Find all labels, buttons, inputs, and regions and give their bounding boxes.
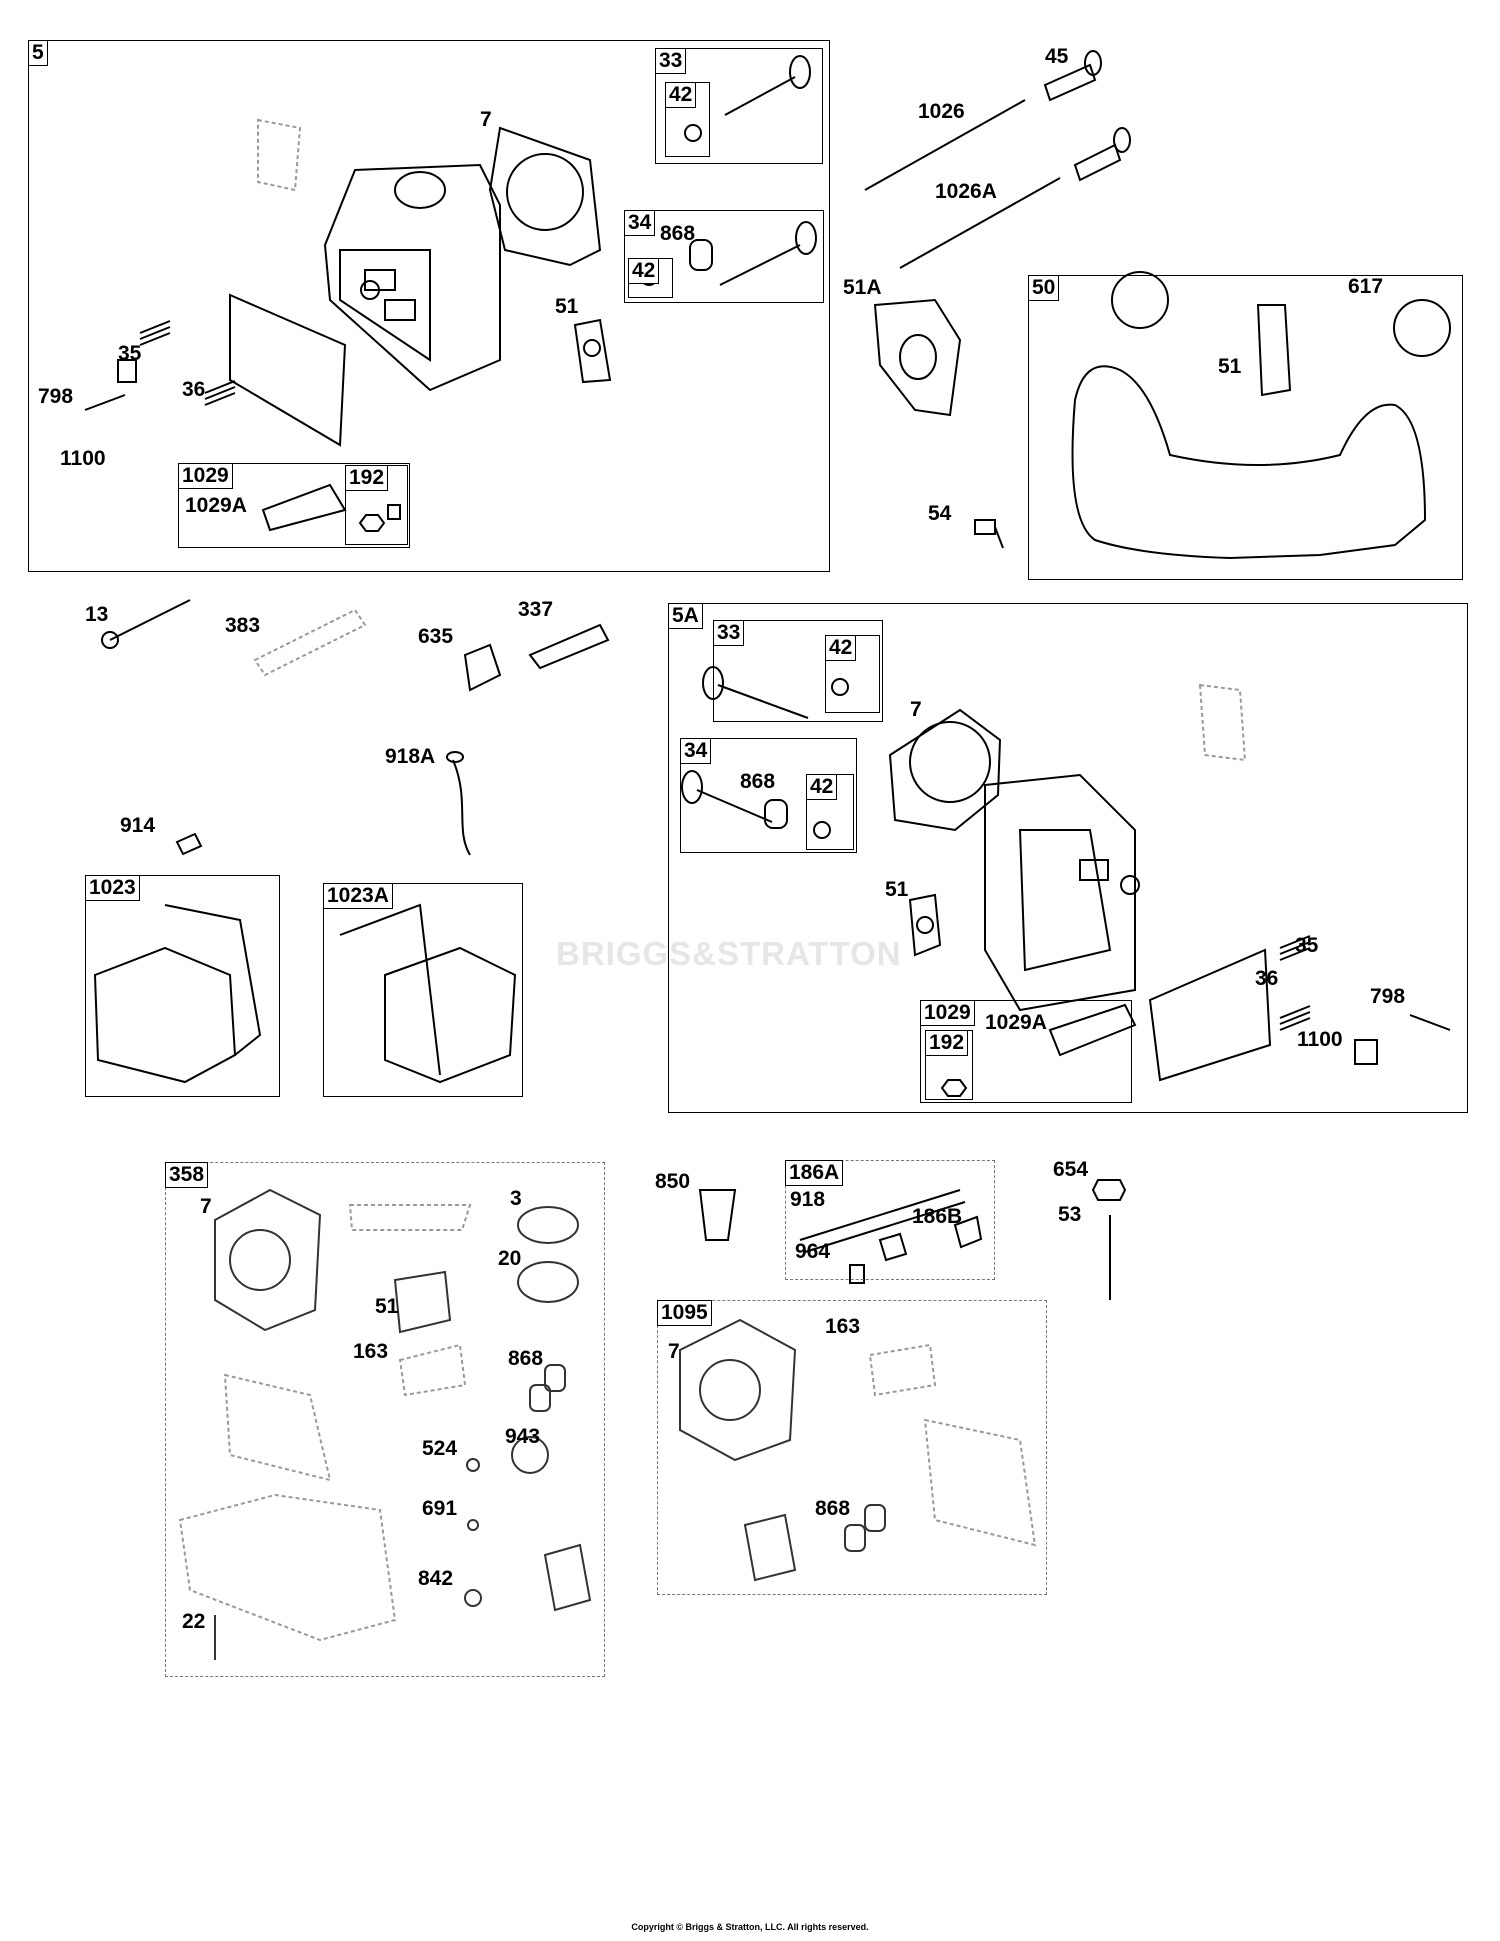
part-label: 1100 bbox=[60, 447, 106, 470]
part-label: 635 bbox=[418, 625, 454, 648]
part-label: 51 bbox=[375, 1295, 399, 1318]
part-label: 3 bbox=[510, 1187, 522, 1210]
part-label: 36 bbox=[1255, 967, 1279, 990]
group-5A-box bbox=[668, 603, 1468, 1113]
part-label: 51A bbox=[843, 276, 882, 299]
kit-1095-box bbox=[657, 1300, 1047, 1595]
kit-186A-tag: 186A bbox=[785, 1160, 844, 1186]
part-label: 868 bbox=[815, 1497, 851, 1520]
group-33-tag: 33 bbox=[655, 48, 687, 74]
group-5A-1029-box bbox=[920, 1000, 1132, 1103]
group-5A-42-tag: 42 bbox=[825, 635, 857, 661]
part-label: 868 bbox=[660, 222, 696, 245]
group-5A-33-tag: 33 bbox=[713, 620, 745, 646]
part-label: 13 bbox=[85, 603, 109, 626]
group-34-box bbox=[624, 210, 824, 303]
group-5A-34-tag: 34 bbox=[680, 738, 712, 764]
part-label: 524 bbox=[422, 1437, 458, 1460]
kit-186A-box bbox=[785, 1160, 995, 1280]
part-label: 35 bbox=[118, 342, 142, 365]
part-label: 7 bbox=[668, 1340, 680, 1363]
part-label: 36 bbox=[182, 378, 206, 401]
part-label: 337 bbox=[518, 598, 554, 621]
group-33-box bbox=[655, 48, 823, 164]
group-42-tag: 42 bbox=[665, 82, 697, 108]
group-1023A-box bbox=[323, 883, 523, 1097]
group-5-box bbox=[28, 40, 830, 572]
group-1023-tag: 1023 bbox=[85, 875, 140, 901]
part-label: 1029A bbox=[985, 1011, 1047, 1034]
part-label: 868 bbox=[508, 1347, 544, 1370]
part-label: 691 bbox=[422, 1497, 458, 1520]
group-5A-1029-tag: 1029 bbox=[920, 1000, 975, 1026]
head-gasket-drawing bbox=[488, 126, 602, 267]
part-label: 1026A bbox=[935, 180, 997, 203]
part-label: 914 bbox=[120, 814, 156, 837]
group-192-tag: 192 bbox=[345, 465, 389, 491]
part-label: 7 bbox=[200, 1195, 212, 1218]
part-label: 7 bbox=[910, 698, 922, 721]
part-label: 35 bbox=[1295, 934, 1319, 957]
part-label: 383 bbox=[225, 614, 261, 637]
rocker-cover-gasket-drawing bbox=[229, 293, 347, 447]
part-label: 51 bbox=[555, 295, 579, 318]
part-label: 964 bbox=[795, 1240, 831, 1263]
part-label: 943 bbox=[505, 1425, 541, 1448]
group-50-tag: 50 bbox=[1028, 275, 1060, 301]
kit-358-tag: 358 bbox=[165, 1162, 209, 1188]
intake-manifold-drawing bbox=[1071, 365, 1427, 560]
part-label: 918A bbox=[385, 745, 436, 768]
group-5A-33-box bbox=[713, 620, 883, 722]
part-label: 842 bbox=[418, 1567, 454, 1590]
rocker-cover-drawing bbox=[93, 904, 262, 1084]
part-label: 53 bbox=[1058, 1203, 1082, 1226]
cylinder-head-drawing bbox=[323, 163, 501, 392]
part-label: 51 bbox=[1218, 355, 1242, 378]
group-5A-42-second-tag: 42 bbox=[806, 774, 838, 800]
group-1029-tag: 1029 bbox=[178, 463, 233, 489]
part-label: 163 bbox=[825, 1315, 861, 1338]
brand-watermark: BRIGGS&STRATTON bbox=[556, 935, 902, 972]
part-label: 1029A bbox=[185, 494, 247, 517]
group-5A-192-tag: 192 bbox=[925, 1030, 969, 1056]
part-label: 20 bbox=[498, 1247, 522, 1270]
copyright-footer: Copyright © Briggs & Stratton, LLC. All … bbox=[631, 1922, 869, 1932]
group-1023-box bbox=[85, 875, 280, 1097]
group-5A-34-box bbox=[680, 738, 857, 853]
part-label: 1026 bbox=[918, 100, 965, 123]
group-1029-box bbox=[178, 463, 410, 548]
part-label: 617 bbox=[1348, 275, 1384, 298]
part-label: 798 bbox=[38, 385, 74, 408]
group-1023A-tag: 1023A bbox=[323, 883, 393, 909]
rocker-cover-a-drawing bbox=[339, 903, 517, 1084]
part-label: 918 bbox=[790, 1188, 826, 1211]
part-label: 798 bbox=[1370, 985, 1406, 1008]
part-label: 7 bbox=[480, 108, 492, 131]
part-label: 186B bbox=[912, 1205, 963, 1228]
part-label: 1100 bbox=[1297, 1028, 1343, 1051]
part-label: 868 bbox=[740, 770, 776, 793]
kit-1095-tag: 1095 bbox=[657, 1300, 712, 1326]
part-label: 163 bbox=[353, 1340, 389, 1363]
group-50-box bbox=[1028, 275, 1463, 580]
part-label: 54 bbox=[928, 502, 952, 525]
part-label: 22 bbox=[182, 1610, 206, 1633]
part-label: 45 bbox=[1045, 45, 1069, 68]
part-label: 654 bbox=[1053, 1158, 1089, 1181]
part-label: 51 bbox=[885, 878, 909, 901]
part-label: 850 bbox=[655, 1170, 691, 1193]
kit-358-box bbox=[165, 1162, 605, 1677]
group-5-tag: 5 bbox=[28, 40, 48, 66]
group-42-second-tag: 42 bbox=[628, 258, 660, 284]
group-5A-tag: 5A bbox=[668, 603, 703, 629]
group-34-tag: 34 bbox=[624, 210, 656, 236]
